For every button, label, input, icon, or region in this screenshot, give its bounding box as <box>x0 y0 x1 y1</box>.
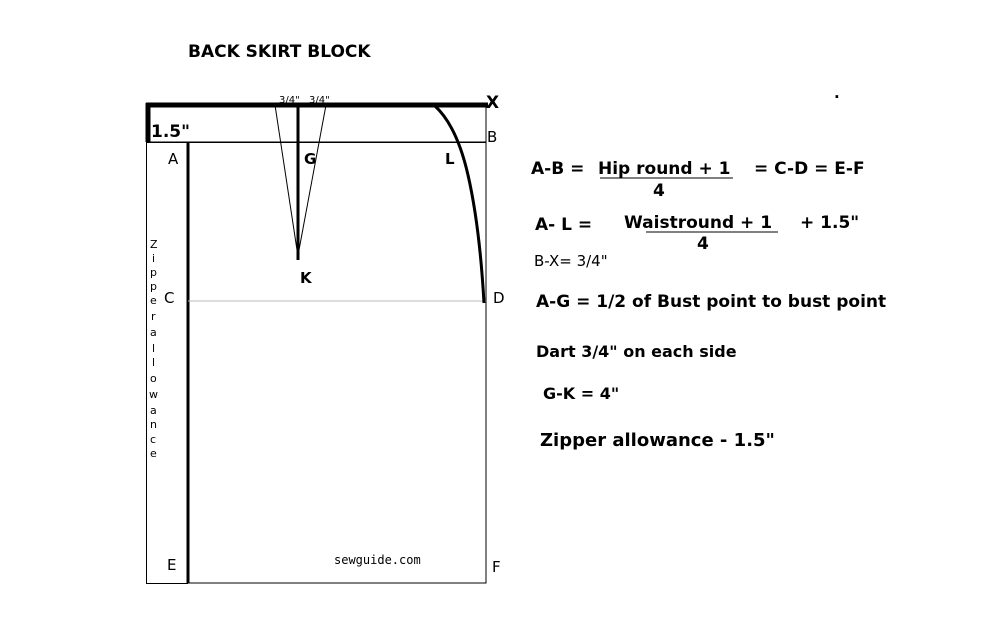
zipper-letter: Z <box>150 238 158 251</box>
point-e: E <box>167 556 176 574</box>
formula-ab-lhs: A-B = <box>531 159 584 179</box>
zipper-letter: e <box>150 294 157 307</box>
formula-bx: B-X= 3/4" <box>534 252 608 270</box>
zipper-letter: c <box>150 433 156 446</box>
formula-ab-num: Hip round + 1 <box>598 159 731 179</box>
point-g: G <box>304 150 316 168</box>
formula-al-lhs: A- L = <box>535 215 592 235</box>
dart-right-label: 3/4" <box>309 95 330 106</box>
zipper-allowance-vertical-label: Z i p p e r a l l o w a n c e <box>149 238 158 460</box>
side-curve-l-to-d <box>433 104 486 304</box>
formula-list: A-B = Hip round + 1 4 = C-D = E-F A- L =… <box>531 159 886 451</box>
point-x: X <box>486 93 499 113</box>
stray-dot: . <box>834 84 840 102</box>
zipper-letter: e <box>150 447 157 460</box>
watermark: sewguide.com <box>334 553 421 567</box>
formula-gk: G-K = 4" <box>543 384 619 403</box>
zipper-letter: a <box>150 326 157 339</box>
diagram-title: BACK SKIRT BLOCK <box>188 42 371 62</box>
point-b: B <box>487 128 497 146</box>
formula-ab-rhs: = C-D = E-F <box>754 159 865 179</box>
zipper-letter: r <box>151 310 156 323</box>
point-d: D <box>493 289 505 307</box>
formula-ab-den: 4 <box>653 181 665 201</box>
formula-al-num: Waistround + 1 <box>624 213 772 233</box>
point-f: F <box>492 558 501 576</box>
formula-ag: A-G = 1/2 of Bust point to bust point <box>536 292 886 312</box>
zipper-letter: n <box>150 418 157 431</box>
zipper-letter: w <box>149 388 158 401</box>
point-c: C <box>164 289 174 307</box>
zipper-letter: a <box>150 404 157 417</box>
zipper-letter: o <box>150 372 157 385</box>
zipper-letter: l <box>152 356 155 369</box>
formula-zipper: Zipper allowance - 1.5" <box>540 430 775 451</box>
formula-dart: Dart 3/4" on each side <box>536 342 737 361</box>
formula-al-den: 4 <box>697 234 709 254</box>
dart-leg-left <box>274 104 298 251</box>
dart-left-label: 3/4" <box>279 95 300 106</box>
zipper-letter: i <box>152 252 155 265</box>
formula-al-rhs: + 1.5" <box>800 213 859 233</box>
zipper-letter: p <box>150 280 157 293</box>
point-k: K <box>300 269 313 287</box>
point-l: L <box>445 150 455 168</box>
point-a: A <box>168 150 179 168</box>
zipper-letter: p <box>150 266 157 279</box>
waistband-label: 1.5" <box>151 122 190 142</box>
zipper-letter: l <box>152 342 155 355</box>
skirt-body <box>187 142 487 584</box>
dart-leg-right <box>298 104 327 251</box>
